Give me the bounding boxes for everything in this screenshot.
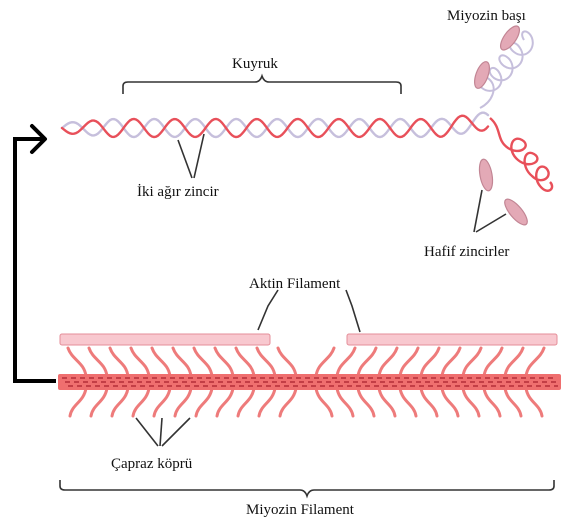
arrow-line [15,139,56,381]
heavy-chain-pointer-1 [178,140,192,178]
cross-bridge [484,388,500,416]
cross-bridge [89,348,107,376]
myosin-head-label: Miyozin başı [447,8,526,24]
cross-bridge [175,388,191,416]
light-chain-3 [477,158,494,192]
cross-bridge [316,388,332,416]
heavy-chains-label: İki ağır zincir [137,184,219,200]
arrow-connector [15,126,56,381]
cross-bridge [259,388,275,416]
actin-filament-right [347,334,557,345]
cross-bridge [484,348,502,376]
cross-bridge [154,388,170,416]
cross-bridge [442,348,460,376]
actin-filament-left [60,334,270,345]
cross-bridge [526,388,542,416]
tail-label: Kuyruk [232,56,278,72]
cross-bridge [112,388,128,416]
cross-bridge [215,348,233,376]
cross-bridge [133,388,149,416]
light-chain-4 [501,196,531,228]
cross-bridge [257,348,275,376]
cross-bridge [421,348,439,376]
myosin-molecule [62,23,552,228]
cross-bridge [131,348,149,376]
filament-assembly [58,334,561,416]
tail-bracket [123,76,401,94]
cross-bridge [68,348,86,376]
cross-bridge-label: Çapraz köprü [111,456,193,472]
actin-pointer-left [258,290,278,330]
cross-bridge [196,388,212,416]
cross-bridge-pointer-3 [162,418,190,446]
cross-bridge [358,388,374,416]
actin-filament-label: Aktin Filament [249,276,341,292]
light-chain-1 [472,60,493,90]
cross-bridge [152,348,170,376]
light-chain-pointer-2 [476,214,506,232]
cross-bridge-pointer-1 [136,418,158,446]
cross-bridge [278,348,296,376]
cross-bridge [400,388,416,416]
light-chains-label: Hafif zincirler [424,244,509,260]
cross-bridge [379,348,397,376]
cross-bridge [337,388,353,416]
light-chain-pointer-1 [474,190,482,232]
cross-bridge [463,388,479,416]
cross-bridge [236,348,254,376]
myosin-head-red-coil [490,118,552,191]
cross-bridge [505,388,521,416]
cross-bridge [526,348,544,376]
cross-bridge [194,348,212,376]
cross-bridge [280,388,296,416]
myosin-filament-bracket [60,480,554,496]
cross-bridge [358,348,376,376]
cross-bridge [91,388,107,416]
cross-bridge [173,348,191,376]
cross-bridge [400,348,418,376]
cross-bridge [110,348,128,376]
actin-pointer-right [346,290,360,332]
cross-bridge [217,388,233,416]
cross-bridge [238,388,254,416]
cross-bridge [421,388,437,416]
cross-bridge [442,388,458,416]
cross-bridge [337,348,355,376]
heavy-chain-pointer-2 [194,134,204,178]
cross-bridge [316,348,334,376]
cross-bridge [70,388,86,416]
cross-bridge [379,388,395,416]
cross-bridge [463,348,481,376]
cross-bridge [505,348,523,376]
myosin-filament-label: Miyozin Filament [246,502,355,518]
cross-bridge-pointer-2 [160,418,162,446]
